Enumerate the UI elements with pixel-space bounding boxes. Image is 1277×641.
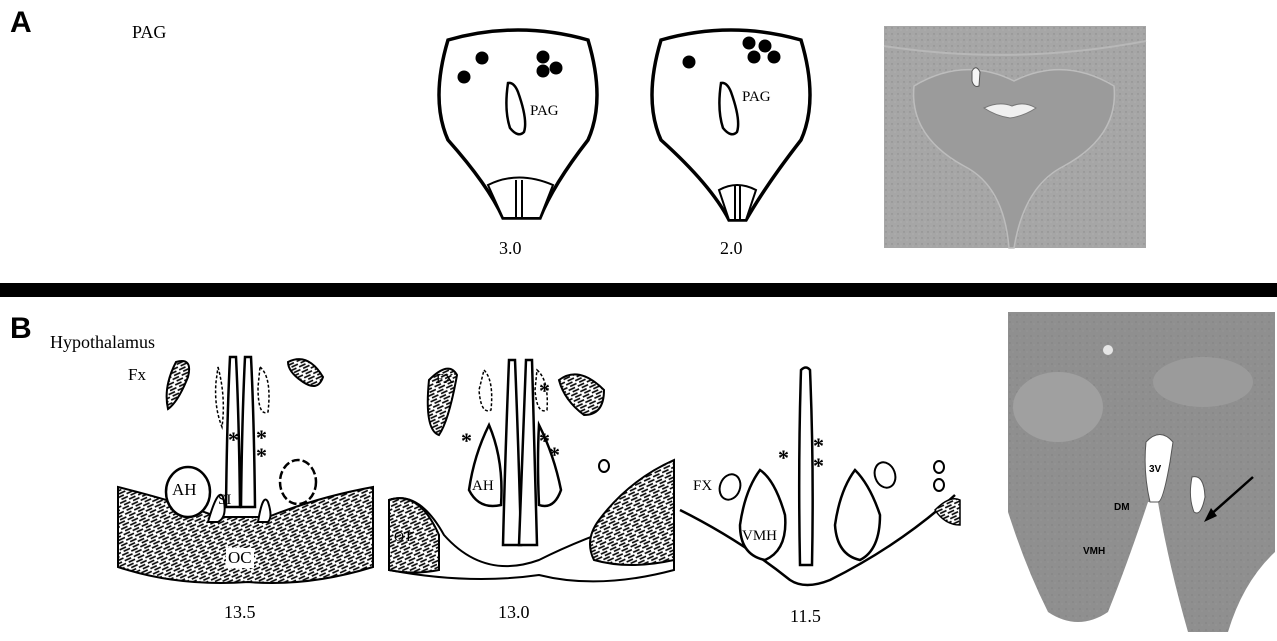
lesion-dot	[759, 40, 772, 53]
hypothalamus-section-13-0: * * * *	[389, 360, 674, 600]
pag-section-3-0	[428, 20, 608, 240]
hypothalamus-micrograph	[1008, 312, 1275, 632]
lesion-dot	[458, 71, 471, 84]
hypothalamus-section-11-5: * * *	[680, 365, 960, 605]
svg-text:*: *	[461, 428, 472, 453]
section-label-13-5: 13.5	[224, 602, 256, 623]
fx-label: FX	[436, 372, 454, 388]
si-label: SI	[218, 492, 231, 509]
ot-label: OT	[394, 530, 413, 546]
section-label-2-0: 2.0	[720, 238, 743, 259]
lesion-dot	[476, 52, 489, 65]
svg-text:*: *	[778, 445, 789, 470]
svg-text:*: *	[539, 378, 550, 403]
micrograph-vmh-label: VMH	[1083, 546, 1105, 557]
section-label-13-0: 13.0	[498, 602, 530, 623]
ah-label: AH	[472, 478, 494, 495]
lesion-dot	[748, 51, 761, 64]
section-label-3-0: 3.0	[499, 238, 522, 259]
svg-text:*: *	[549, 442, 560, 467]
panel-b-letter: B	[10, 314, 32, 344]
svg-text:*: *	[813, 453, 824, 478]
vmh-label: VMH	[742, 528, 777, 545]
svg-text:*: *	[228, 427, 239, 452]
lesion-dot	[537, 51, 550, 64]
ah-label: AH	[172, 480, 197, 500]
pag-micrograph	[884, 26, 1146, 248]
section-label-11-5: 11.5	[790, 606, 821, 627]
lesion-dot	[743, 37, 756, 50]
panel-divider	[0, 283, 1277, 297]
lesion-dot	[768, 51, 781, 64]
fx-label: Fx	[128, 365, 146, 385]
pag-structure-label: PAG	[530, 103, 559, 120]
lesion-dot	[537, 65, 550, 78]
fx-label: FX	[693, 478, 712, 495]
pag-structure-label: PAG	[742, 89, 771, 106]
panel-b-region-label: Hypothalamus	[50, 332, 155, 353]
micrograph-dm-label: DM	[1114, 502, 1130, 513]
oc-label: OC	[226, 548, 254, 568]
pag-section-2-0	[641, 20, 821, 240]
micrograph-3v-label: 3V	[1149, 464, 1161, 475]
panel-a-letter: A	[10, 8, 32, 38]
svg-text:*: *	[256, 443, 267, 468]
panel-a-region-label: PAG	[132, 22, 166, 43]
lesion-dot	[550, 62, 563, 75]
lesion-dot	[683, 56, 696, 69]
